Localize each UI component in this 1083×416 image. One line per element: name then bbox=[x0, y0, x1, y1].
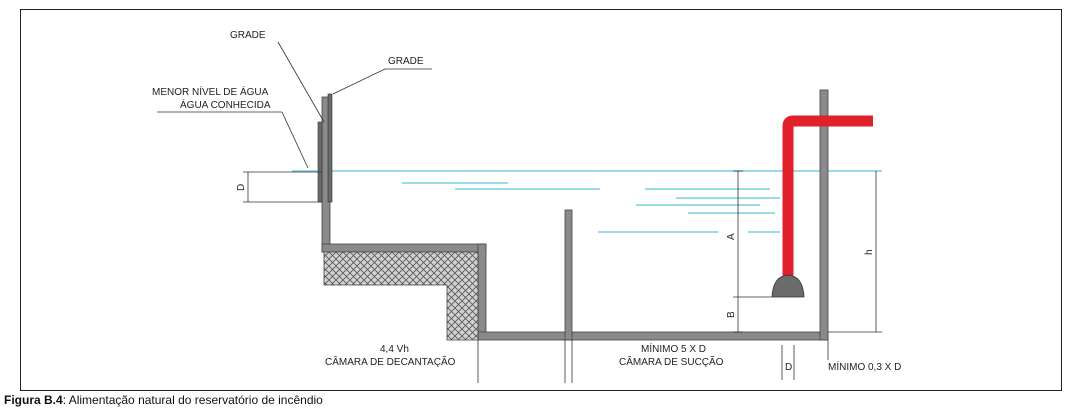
label-vh: 4,4 Vh bbox=[380, 344, 409, 355]
caption-text: : Alimentação natural do reservatório de… bbox=[62, 393, 323, 407]
label-menor-nivel: MENOR NÍVEL DE ÁGUA bbox=[152, 85, 269, 98]
figure-frame bbox=[20, 9, 1062, 391]
caption-label: Figura B.4 bbox=[4, 393, 63, 407]
label-h: h bbox=[864, 249, 875, 255]
label-agua-conhecida: ÁGUA CONHECIDA bbox=[180, 98, 271, 111]
label-a: A bbox=[726, 233, 737, 240]
label-minimo-5xd: MÍNIMO 5 X D bbox=[641, 342, 706, 355]
reservoir-diagram: GRADE GRADE MENOR NÍVEL DE ÁGUA ÁGUA CON… bbox=[152, 30, 901, 383]
label-grade-right: GRADE bbox=[388, 56, 424, 67]
water-ripples bbox=[402, 182, 780, 233]
label-camara-succao: CÂMARA DE SUCÇÃO bbox=[619, 355, 724, 368]
label-b: B bbox=[726, 311, 737, 318]
suction-pipe bbox=[782, 115, 873, 280]
label-grade-top: GRADE bbox=[230, 30, 266, 41]
label-d-bottom: D bbox=[785, 362, 792, 373]
label-d-left: D bbox=[236, 184, 247, 191]
dimension-lines bbox=[157, 41, 882, 383]
label-camara-decantacao: CÂMARA DE DECANTAÇÃO bbox=[325, 355, 456, 368]
reservoir-walls bbox=[321, 89, 829, 341]
bell-mouth bbox=[771, 274, 805, 298]
decantation-fill bbox=[323, 251, 479, 341]
label-minimo-03xd: MÍNIMO 0,3 X D bbox=[828, 360, 901, 373]
figure-caption: Figura B.4: Alimentação natural do reser… bbox=[4, 393, 323, 407]
